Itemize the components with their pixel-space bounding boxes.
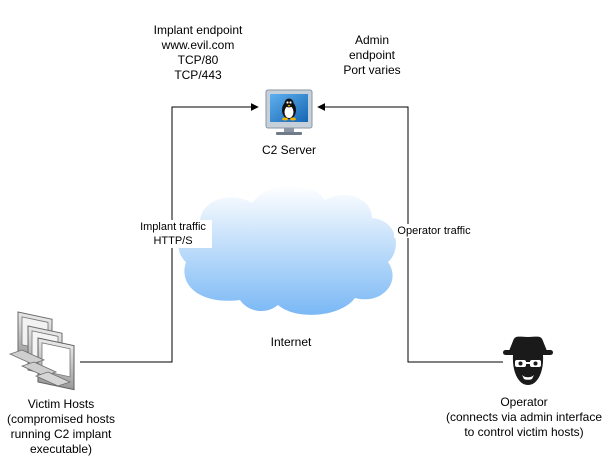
victim-hosts-line-4: executable) — [29, 442, 93, 456]
internet-label: Internet — [270, 335, 312, 349]
victim-hosts-line-2: (compromised hosts — [6, 412, 116, 426]
victim-hosts-line-1: Victim Hosts — [27, 397, 95, 411]
internet-cloud-icon — [178, 185, 396, 315]
implant-traffic-line-1: Implant traffic — [140, 221, 206, 233]
implant-endpoint-annotation: Implant endpoint www.evil.com TCP/80 TCP… — [138, 23, 258, 83]
admin-endpoint-line-3: Port varies — [343, 63, 401, 77]
operator-line-3: to control victim hosts) — [464, 425, 584, 439]
implant-endpoint-line-2: www.evil.com — [161, 38, 235, 52]
victim-hosts-line-3: running C2 implant — [10, 427, 112, 441]
admin-endpoint-line-2: endpoint — [348, 48, 396, 62]
spy-icon — [503, 336, 553, 385]
operator-line-1: Operator — [500, 395, 548, 409]
desktop-computers-icon — [8, 311, 75, 391]
implant-traffic-label: Implant traffic HTTP/S — [134, 220, 212, 248]
implant-endpoint-line-3: TCP/80 — [177, 53, 219, 67]
operator-line-2: (connects via admin interface — [445, 410, 603, 424]
implant-traffic-line-2: HTTP/S — [153, 235, 193, 247]
operator-traffic-label: Operator traffic — [394, 224, 474, 238]
c2-server-label: C2 Server — [261, 143, 317, 157]
admin-endpoint-line-1: Admin — [354, 33, 389, 47]
linux-monitor-icon — [265, 89, 313, 135]
operator-label: Operator (connects via admin interface t… — [444, 395, 604, 440]
admin-endpoint-annotation: Admin endpoint Port varies — [327, 33, 417, 78]
victim-hosts-label: Victim Hosts (compromised hosts running … — [0, 397, 122, 457]
implant-endpoint-line-4: TCP/443 — [174, 68, 222, 82]
implant-endpoint-line-1: Implant endpoint — [153, 23, 243, 37]
